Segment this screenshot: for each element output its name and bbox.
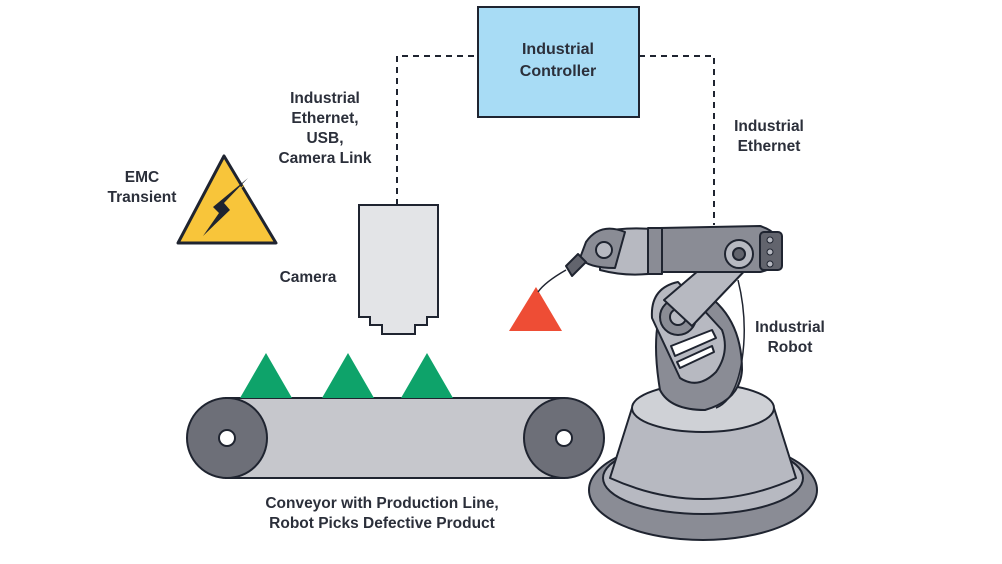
camera-controller-link — [396, 55, 478, 205]
camera-link-label-line1: Industrial — [290, 90, 360, 107]
controller-label-line2: Controller — [519, 63, 597, 80]
robot-label-line1: Industrial — [755, 319, 825, 336]
product-1 — [240, 353, 292, 398]
controller-label: Industrial Controller — [478, 39, 638, 83]
camera-link-label-line3: USB, — [306, 130, 344, 147]
conveyor-caption-line1: Conveyor with Production Line, — [265, 495, 499, 512]
defective-product — [509, 287, 562, 331]
conveyor-caption: Conveyor with Production Line, Robot Pic… — [222, 494, 542, 534]
camera-label-text: Camera — [279, 269, 337, 286]
emc-label-line1: EMC — [124, 169, 160, 186]
robot-link-label-line1: Industrial — [734, 118, 804, 135]
controller-label-line1: Industrial — [521, 41, 594, 58]
camera-link-label-line2: Ethernet, — [291, 110, 359, 127]
industrial-robot — [537, 225, 818, 541]
robot-link-label-line2: Ethernet — [737, 138, 801, 155]
connection-lines — [396, 55, 715, 225]
robot-link-label: Industrial Ethernet — [716, 117, 822, 157]
robot-controller-link — [639, 55, 715, 225]
warning-lightning-icon — [176, 154, 278, 245]
camera-body — [358, 204, 439, 335]
camera-link-label-line4: Camera Link — [278, 150, 372, 167]
industrial-controller-box — [477, 6, 640, 118]
robot-label: Industrial Robot — [735, 318, 845, 358]
product-3 — [401, 353, 453, 398]
emc-label-line2: Transient — [107, 189, 177, 206]
product-2 — [322, 353, 374, 398]
robot-label-line2: Robot — [767, 339, 813, 356]
robot-cable — [715, 279, 745, 409]
conveyor-belt — [186, 397, 605, 479]
good-products — [240, 353, 453, 398]
emc-transient-label: EMC Transient — [96, 168, 188, 208]
camera-link-label: Industrial Ethernet, USB, Camera Link — [265, 89, 385, 169]
camera-label: Camera — [268, 268, 348, 288]
robot-pedestal — [609, 407, 797, 500]
conveyor-caption-line2: Robot Picks Defective Product — [269, 515, 495, 532]
